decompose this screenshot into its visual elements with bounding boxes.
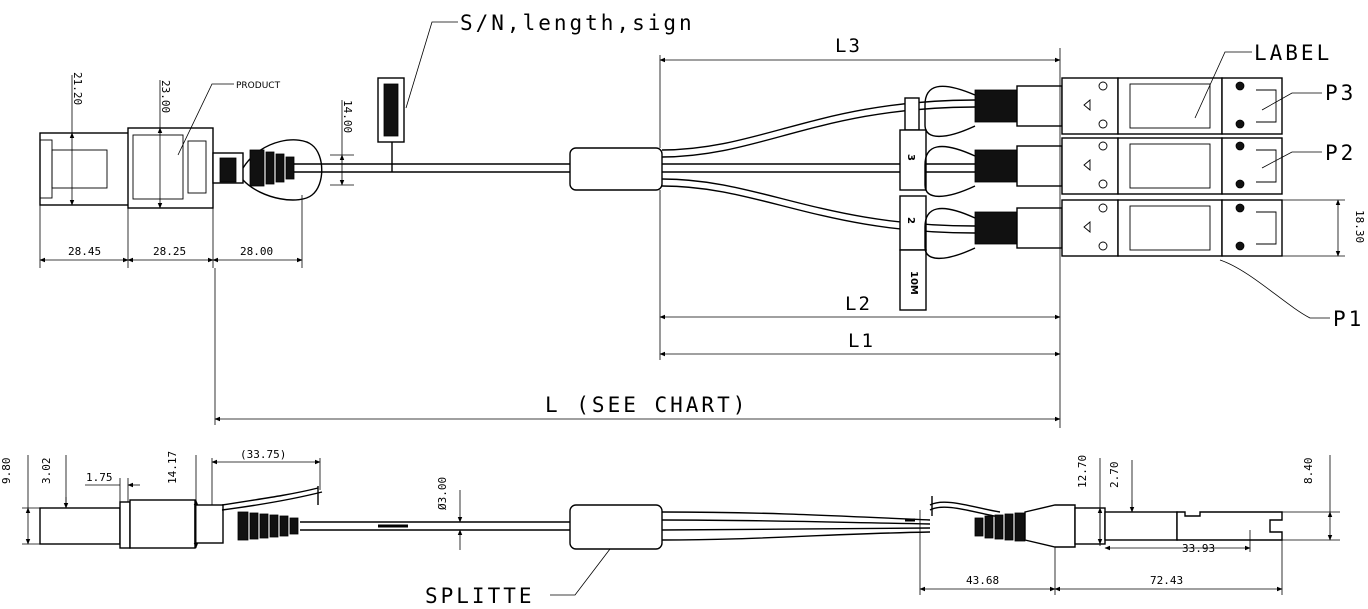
splitter-label: SPLITTE	[425, 584, 535, 608]
top-view: 3 2 10M	[39, 11, 1366, 428]
port-tag-3: 3	[905, 154, 916, 161]
splitter-body	[569, 147, 663, 191]
right-connector-p1	[924, 199, 1283, 259]
dim-43-68: 43.68	[966, 574, 999, 587]
l2-label: L2	[845, 293, 872, 315]
dim-1-75: 1.75	[86, 471, 113, 484]
dim-72-43: 72.43	[1150, 574, 1183, 587]
length-tag: 10M	[908, 271, 919, 295]
p3-callout: P3	[1325, 81, 1356, 105]
side-left-strain-relief	[237, 511, 299, 541]
product-label: PRODUCT	[236, 81, 281, 91]
port-tag-2: 2	[905, 217, 916, 224]
dim-14-17: 14.17	[166, 451, 179, 484]
dim-33-75: (33.75)	[240, 448, 286, 461]
p1-callout: P1	[1333, 307, 1364, 331]
dim-28-45: 28.45	[68, 245, 101, 258]
splitter-callout: SPLITTE	[425, 548, 611, 608]
dim-33-93: 33.93	[1182, 542, 1215, 555]
dim-8-40: 8.40	[1302, 458, 1315, 485]
left-strain-relief	[249, 149, 295, 187]
dim-14-00: 14.00	[341, 100, 354, 133]
label-callout: LABEL	[1254, 41, 1332, 65]
l-total-label: L (SEE CHART)	[545, 393, 748, 417]
dim-dia-3-00: Ø3.00	[436, 477, 449, 510]
dim-12-70: 12.70	[1076, 455, 1089, 488]
callouts: S/N,length,sign PRODUCT LABEL P3 P2 P1	[177, 11, 1364, 331]
l3-label: L3	[835, 35, 862, 57]
side-right-strain-relief	[974, 512, 1026, 542]
dim-23-00: 23.00	[159, 80, 172, 113]
p2-callout: P2	[1325, 141, 1356, 165]
port-tags: 3 2 10M	[899, 97, 927, 311]
dim-9-80: 9.80	[0, 458, 13, 485]
side-view: SPLITTE 9.80 3.02 1.75 14.17	[0, 448, 1340, 608]
l1-label: L1	[848, 330, 875, 352]
right-connector-p2	[924, 137, 1283, 197]
dim-28-00: 28.00	[240, 245, 273, 258]
side-splitter-body	[569, 504, 663, 550]
side-dimensions: 9.80 3.02 1.75 14.17 (33.75) Ø3.00	[0, 448, 1340, 595]
serial-number-tag	[377, 77, 405, 172]
dim-18-30: 18.30	[1353, 210, 1366, 243]
right-connector-p3	[924, 77, 1283, 137]
dim-28-25: 28.25	[153, 245, 186, 258]
dim-2-70: 2.70	[1108, 462, 1121, 489]
top-dimensions: 21.20 23.00 14.00 28.45 28.25 28.00	[39, 35, 1366, 428]
dim-21-20: 21.20	[71, 72, 84, 105]
serial-tag-label: S/N,length,sign	[460, 11, 695, 35]
left-connector	[39, 127, 323, 209]
dim-3-02: 3.02	[40, 458, 53, 485]
